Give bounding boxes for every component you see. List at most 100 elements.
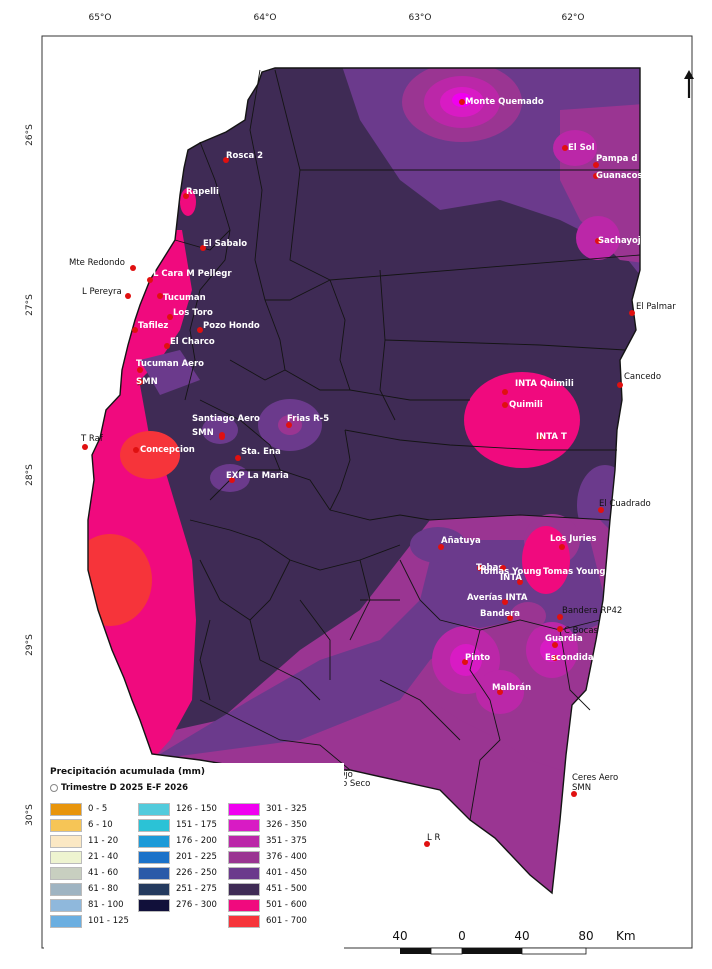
station-label: Escondida bbox=[545, 653, 594, 663]
station-label: Los Toro bbox=[173, 308, 213, 318]
legend-swatch bbox=[50, 866, 82, 880]
station-marker bbox=[477, 565, 483, 571]
scale-segment bbox=[462, 948, 522, 954]
station-label: Rosca 2 bbox=[226, 151, 263, 161]
legend-label: 351 - 375 bbox=[266, 836, 307, 846]
station-marker bbox=[183, 193, 189, 199]
legend-label: 601 - 700 bbox=[266, 916, 307, 926]
legend-item: 226 - 250 bbox=[138, 865, 217, 881]
legend-item: 61 - 80 bbox=[50, 881, 129, 897]
legend-swatch bbox=[50, 850, 82, 864]
lat-tick: 28°S bbox=[25, 464, 35, 486]
station-marker bbox=[593, 162, 599, 168]
station-marker bbox=[502, 402, 508, 408]
legend-item: 11 - 20 bbox=[50, 833, 129, 849]
legend-swatch bbox=[138, 802, 170, 816]
legend-swatch bbox=[138, 850, 170, 864]
station-label: El Palmar bbox=[636, 302, 676, 312]
lat-tick: 26°S bbox=[25, 124, 35, 146]
station-marker bbox=[629, 310, 635, 316]
station-label: Averías INTA bbox=[467, 593, 528, 603]
station-marker bbox=[559, 544, 565, 550]
station-marker bbox=[552, 642, 558, 648]
legend-label: 0 - 5 bbox=[88, 804, 108, 814]
station-label: INTA T bbox=[536, 432, 567, 442]
station-label: SMN bbox=[136, 377, 158, 387]
station-marker bbox=[125, 293, 131, 299]
station-marker bbox=[137, 367, 143, 373]
legend-swatch bbox=[50, 802, 82, 816]
legend-label: 126 - 150 bbox=[176, 804, 217, 814]
legend-label: 101 - 125 bbox=[88, 916, 129, 926]
lat-axis: 26°S 27°S 28°S 29°S 30°S bbox=[25, 124, 35, 826]
legend-subtitle-text: Trimestre D 2025 E-F 2026 bbox=[61, 783, 189, 793]
legend-label: 326 - 350 bbox=[266, 820, 307, 830]
station-marker bbox=[137, 379, 143, 385]
legend-label: 451 - 500 bbox=[266, 884, 307, 894]
station-label: Guanacos bbox=[596, 171, 643, 181]
station-label: Cancedo bbox=[624, 372, 661, 382]
station-marker bbox=[502, 389, 508, 395]
legend-item: 0 - 5 bbox=[50, 801, 129, 817]
legend-label: 401 - 450 bbox=[266, 868, 307, 878]
legend-item: 21 - 40 bbox=[50, 849, 129, 865]
scale-segment bbox=[521, 947, 587, 955]
legend-swatch bbox=[228, 802, 260, 816]
station-marker bbox=[552, 655, 558, 661]
circle-icon bbox=[50, 783, 58, 792]
scale-label: 40 bbox=[514, 929, 529, 943]
station-label: Frias R-5 bbox=[287, 414, 329, 424]
legend-label: 251 - 275 bbox=[176, 884, 217, 894]
station-label: Tucuman bbox=[163, 293, 206, 303]
scale-label: 80 bbox=[578, 929, 593, 943]
legend-label: 81 - 100 bbox=[88, 900, 124, 910]
lat-tick: 30°S bbox=[25, 804, 35, 826]
station-marker bbox=[537, 434, 543, 440]
legend-swatch bbox=[138, 818, 170, 832]
station-label: Sta. Ena bbox=[241, 447, 281, 457]
legend-item: 101 - 125 bbox=[50, 913, 129, 929]
scale-segment bbox=[430, 947, 463, 955]
legend-swatch bbox=[228, 882, 260, 896]
station-marker bbox=[200, 245, 206, 251]
scale-label: 0 bbox=[458, 929, 466, 943]
lat-tick: 29°S bbox=[25, 634, 35, 656]
legend-label: 376 - 400 bbox=[266, 852, 307, 862]
station-label: L R bbox=[427, 833, 440, 843]
station-label: Concepcion bbox=[140, 445, 195, 455]
legend-item: 201 - 225 bbox=[138, 849, 217, 865]
station-label: Tomas Young bbox=[543, 567, 606, 577]
legend-swatch bbox=[50, 818, 82, 832]
station-label: Guardia bbox=[545, 634, 583, 644]
station-label: Bandera RP42 bbox=[562, 606, 622, 616]
station-label: Tafilez bbox=[138, 321, 168, 331]
station-marker bbox=[132, 327, 138, 333]
station-marker bbox=[130, 265, 136, 271]
scale-bar: 40 0 40 80 Km bbox=[386, 926, 686, 962]
station-label: Añatuya bbox=[441, 536, 481, 546]
station-label: Tomas Young bbox=[479, 567, 542, 577]
lon-tick: 63°O bbox=[408, 13, 431, 23]
station-marker bbox=[167, 314, 173, 320]
station-label: C Bocas bbox=[564, 626, 599, 636]
station-marker bbox=[557, 614, 563, 620]
station-marker bbox=[147, 277, 153, 283]
station-label: Mte Redondo bbox=[69, 258, 125, 268]
station-marker bbox=[517, 579, 523, 585]
station-marker bbox=[235, 455, 241, 461]
legend-swatch bbox=[228, 898, 260, 912]
legend-label: 226 - 250 bbox=[176, 868, 217, 878]
station-label: SMN bbox=[572, 783, 591, 793]
legend-label: 201 - 225 bbox=[176, 852, 217, 862]
station-marker bbox=[424, 841, 430, 847]
legend-swatch bbox=[138, 882, 170, 896]
station-label: del Río Seco bbox=[318, 779, 370, 789]
station-marker bbox=[164, 343, 170, 349]
legend: Precipitación acumulada (mm) Trimestre D… bbox=[44, 763, 344, 959]
station-label: Pozo Hondo bbox=[203, 321, 260, 331]
lon-tick: 64°O bbox=[253, 13, 276, 23]
legend-swatch bbox=[50, 898, 82, 912]
station-marker bbox=[219, 434, 225, 440]
station-marker bbox=[197, 327, 203, 333]
